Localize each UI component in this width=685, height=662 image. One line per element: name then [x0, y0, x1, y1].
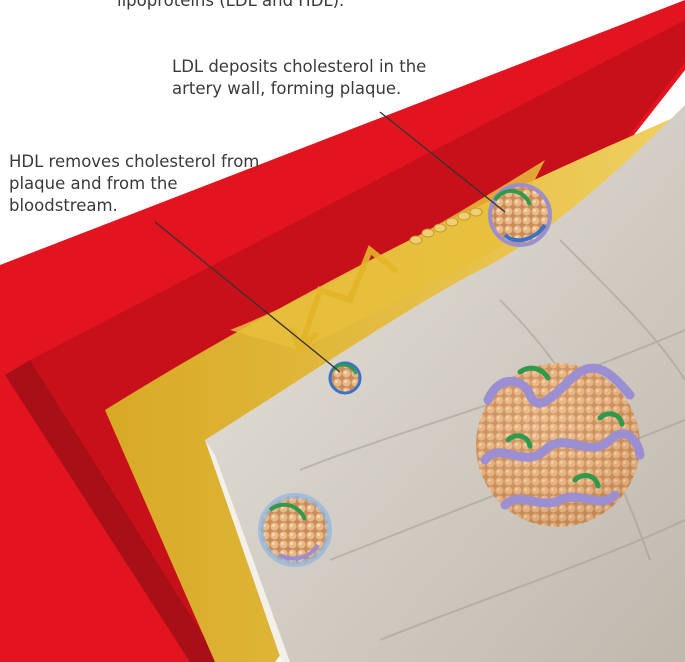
ldl-particle-moving: [261, 496, 329, 564]
ldl-caption: LDL deposits cholesterol in the artery w…: [172, 56, 472, 100]
ldl-particle-wall: [490, 185, 550, 245]
top-caption-fragment: lipoproteins (LDL and HDL).: [117, 0, 517, 12]
large-ldl-particle: [476, 363, 640, 527]
hdl-caption: HDL removes cholesterol from plaque and …: [9, 151, 289, 217]
